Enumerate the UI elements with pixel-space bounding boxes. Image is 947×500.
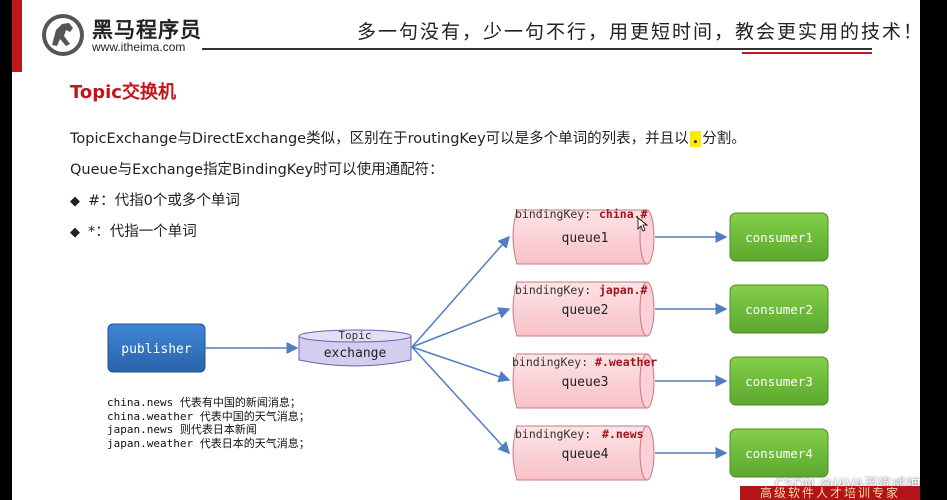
consumer3-node: consumer3	[729, 356, 829, 406]
description-line-2: Queue与Exchange指定BindingKey时可以使用通配符：	[70, 162, 444, 178]
description-text: TopicExchange与DirectExchange类似，区别在于routi…	[70, 131, 689, 147]
slide: 黑马程序员 www.itheima.com 多一句没有，少一句不行，用更短时间，…	[12, 0, 920, 500]
bullet-text: *：代指一个单词	[88, 224, 197, 240]
legend-line: japan.news 则代表日本新闻	[107, 423, 257, 436]
diamond-bullet-icon: ◆	[70, 194, 80, 209]
queue1-label: queue1	[562, 231, 609, 246]
consumer4-node: consumer4	[729, 428, 829, 478]
bullet-hash: ◆ #：代指0个或多个单词	[70, 189, 240, 210]
queue4-node: bindingKey: #.news queue4	[512, 425, 655, 481]
bullet-text: #：代指0个或多个单词	[88, 193, 240, 209]
queue1-binding-key-label: bindingKey:	[515, 207, 591, 221]
exchange-node: Topic exchange	[298, 329, 412, 367]
queue4-binding-key: #.news	[602, 427, 644, 441]
exchange-queue4-arrow	[411, 346, 511, 455]
header-rule-accent	[742, 52, 872, 54]
header-rule	[202, 48, 872, 50]
exchange-queue1-arrow	[411, 235, 510, 348]
queue4-binding-key-label: bindingKey:	[515, 427, 591, 441]
queue4-label: queue4	[562, 447, 609, 462]
consumer3-label: consumer3	[745, 374, 813, 389]
legend-line: china.weather 代表中国的天气消息；	[107, 409, 310, 423]
brand-url[interactable]: www.itheima.com	[92, 40, 186, 54]
dot-highlight: .	[689, 131, 702, 147]
queue3-node: bindingKey: #.weather queue3	[512, 353, 657, 409]
brand-name: 黑马程序员	[92, 18, 202, 42]
diamond-bullet-icon: ◆	[70, 225, 80, 240]
header-accent-bar	[12, 0, 22, 72]
description-line-1: TopicExchange与DirectExchange类似，区别在于routi…	[70, 127, 746, 148]
topic-exchange-diagram: publisher Topic exchange bindingKey: chi…	[107, 207, 829, 481]
queue1-binding-key: china.#	[599, 207, 648, 221]
legend-line: china.news 代表有中国的新闻消息；	[107, 396, 301, 409]
queue1-node: bindingKey: china.# queue1	[512, 207, 655, 265]
queue3-binding-key-label: bindingKey:	[512, 355, 588, 369]
routing-key-legend: china.news 代表有中国的新闻消息； china.weather 代表中…	[107, 396, 310, 450]
exchange-queue3-arrow	[411, 346, 511, 383]
queue2-binding-key-label: bindingKey:	[515, 283, 591, 297]
exchange-queue2-arrow	[411, 307, 511, 348]
bullet-star: ◆ *：代指一个单词	[70, 220, 197, 241]
footer-strip: 高级软件人才培训专家	[740, 486, 920, 500]
horse-logo-icon	[42, 14, 84, 56]
consumer1-node: consumer1	[729, 212, 829, 262]
consumer1-label: consumer1	[745, 230, 813, 245]
mouse-cursor-icon	[637, 217, 649, 232]
queue2-label: queue2	[562, 303, 609, 318]
legend-line: japan.weather 代表日本的天气消息；	[107, 436, 310, 450]
slogan: 多一句没有，少一句不行，用更短时间，教会更实用的技术！	[357, 21, 920, 43]
consumer2-node: consumer2	[729, 284, 829, 334]
description-text-end: 分割。	[702, 131, 746, 147]
queue2-node: bindingKey: japan.# queue2	[512, 281, 655, 337]
publisher-node: publisher	[107, 323, 206, 373]
queue3-label: queue3	[562, 375, 609, 390]
queue2-binding-key: japan.#	[599, 283, 648, 297]
exchange-tag: Topic	[338, 329, 371, 342]
consumer4-label: consumer4	[745, 446, 813, 461]
exchange-label: exchange	[324, 346, 387, 361]
publisher-label: publisher	[121, 342, 192, 357]
page-title: Topic交换机	[70, 82, 176, 103]
consumer2-label: consumer2	[745, 302, 813, 317]
queue3-binding-key: #.weather	[595, 355, 657, 369]
